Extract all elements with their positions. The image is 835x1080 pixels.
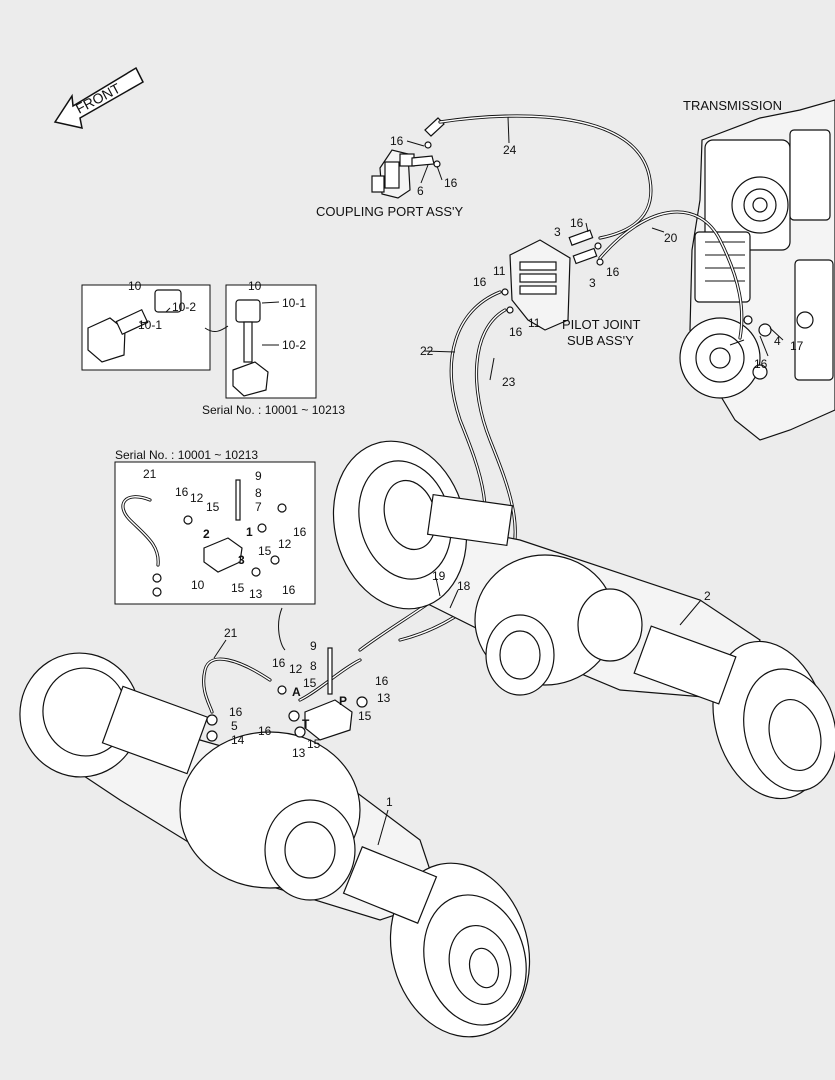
hose-21-main [202,657,272,714]
valve-block-main [206,647,368,742]
callout-10: 10 [191,578,205,592]
port-letter-t: T [302,717,310,731]
callout-10: 10 [248,279,262,293]
callout-20: 20 [664,231,678,245]
callout-16: 16 [390,134,404,148]
callout-17: 17 [790,339,804,353]
transmission-assembly [679,99,835,441]
detail-box-valve-c [114,461,316,605]
callout-13: 13 [292,746,306,760]
callout-21: 21 [143,467,157,481]
front-arrow-icon: FRONT [53,66,144,129]
callout-16: 16 [272,656,286,670]
serial-note-c: Serial No. : 10001 ~ 10213 [115,448,258,462]
callout-9: 9 [310,639,317,653]
callout-15: 15 [231,581,245,595]
callouts: 16 6 16 24 16 3 16 3 20 16 11 11 16 22 2… [128,134,804,809]
callout-8: 8 [255,486,262,500]
axle-2 [332,440,835,800]
callout-15: 15 [206,500,220,514]
callout-11: 11 [493,264,506,278]
callout-16: 16 [229,705,243,719]
callout-10: 10 [128,279,142,293]
callout-16: 16 [282,583,296,597]
callout-23: 23 [502,375,516,389]
callout-16: 16 [754,357,768,371]
callout-16: 16 [444,176,458,190]
callout-1: 1 [386,795,393,809]
callout-9: 9 [255,469,262,483]
coupling-port-label: COUPLING PORT ASS'Y [316,204,464,219]
hose-20 [598,210,744,340]
callout-24: 24 [503,143,517,157]
hose-24 [438,114,653,240]
callout-3: 3 [554,225,561,239]
axle-1 [19,652,531,1038]
pilot-joint-label-line2: SUB ASS'Y [567,333,634,348]
callout-7: 7 [255,500,262,514]
callout-3: 3 [589,276,596,290]
callout-5: 5 [231,719,238,733]
callout-16: 16 [375,674,389,688]
callout-10-2: 10-2 [282,338,306,352]
leader-arrow-c [278,607,286,651]
port-letter-a: A [292,685,301,699]
callout-6: 6 [417,184,424,198]
port-letter-1: 1 [246,525,253,539]
callout-15: 15 [258,544,272,558]
callout-16: 16 [606,265,620,279]
callout-22: 22 [420,344,434,358]
callout-10-2: 10-2 [172,300,196,314]
callout-16: 16 [473,275,487,289]
leader-lines [128,116,784,846]
callout-15: 15 [307,737,321,751]
callout-10-1: 10-1 [138,318,162,332]
callout-2: 2 [704,589,711,603]
port-letter-2: 2 [203,527,210,541]
callout-16: 16 [258,724,272,738]
pilot-joint-label-line1: PILOT JOINT [562,317,641,332]
valve-block-detail [121,479,287,597]
callout-13: 13 [377,691,391,705]
callout-16: 16 [509,325,523,339]
solenoid-a [87,289,182,363]
callout-12: 12 [289,662,303,676]
callout-14: 14 [231,733,245,747]
callout-16: 16 [175,485,189,499]
callout-21: 21 [224,626,238,640]
solenoid-b [232,299,269,397]
callout-12: 12 [278,537,292,551]
transmission-label: TRANSMISSION [683,98,782,113]
callout-15: 15 [303,676,317,690]
serial-note-b: Serial No. : 10001 ~ 10213 [202,403,345,417]
callout-11: 11 [528,316,541,330]
callout-13: 13 [249,587,263,601]
port-letter-3: 3 [238,553,245,567]
callout-19: 19 [432,569,446,583]
callout-12: 12 [190,491,204,505]
callout-18: 18 [457,579,471,593]
callout-8: 8 [310,659,317,673]
port-letter-p: P [339,694,347,708]
pilot-joint-assembly [501,229,604,331]
callout-10-1: 10-1 [282,296,306,310]
callout-15: 15 [358,709,372,723]
hose-22 [358,290,502,652]
callout-4: 4 [774,334,781,348]
leader-arrow-b [204,325,229,332]
callout-16: 16 [570,216,584,230]
callout-16: 16 [293,525,307,539]
coupling-port-assembly [371,117,445,199]
